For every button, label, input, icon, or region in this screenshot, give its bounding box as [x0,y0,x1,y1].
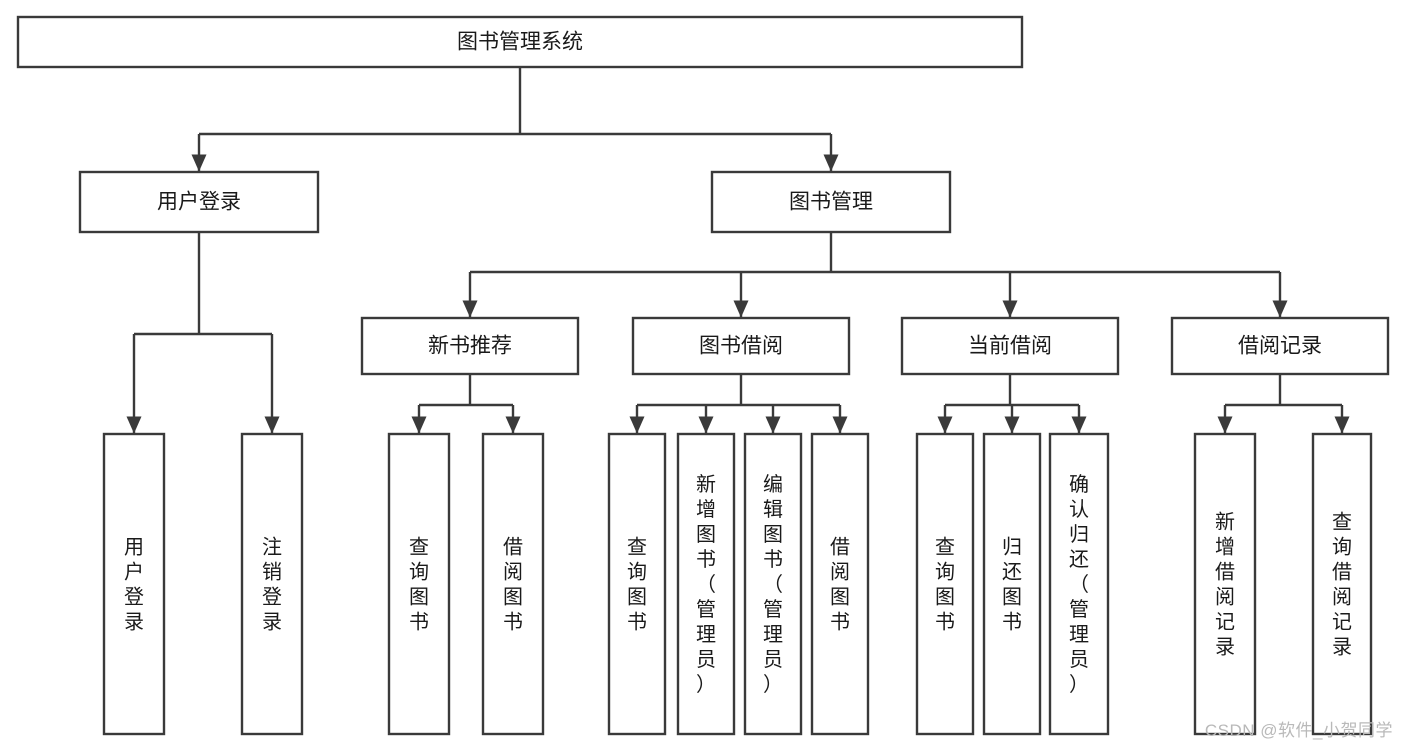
node-leaf-logout[interactable]: 注销登录 [240,432,304,736]
node-new-book-rec[interactable]: 新书推荐 [360,316,580,376]
arrow-head-icon [1071,416,1087,434]
node-leaf-edit-book[interactable]: 编辑图书（管理员） [743,432,803,736]
arrow-head-icon [1217,416,1233,434]
node-current-borrow[interactable]: 当前借阅 [900,316,1120,376]
node-label: 图书管理 [789,191,873,214]
node-label: 查询图书 [627,536,647,634]
node-box [1311,432,1373,736]
arrow-head-icon [823,154,839,172]
node-label: 图书借阅 [699,335,783,358]
node-box [78,170,320,234]
arrow-head-icon [698,416,714,434]
arrow-head-icon [832,416,848,434]
node-box [982,432,1042,736]
node-label: 确认归还（管理员） [1069,473,1089,696]
node-label: 查询图书 [935,536,955,634]
arrow-head-icon [264,416,280,434]
node-leaf-query-record[interactable]: 查询借阅记录 [1311,432,1373,736]
connector-group [411,374,521,434]
node-leaf-query-book-3[interactable]: 查询图书 [915,432,975,736]
node-box [481,432,545,736]
node-box [743,432,803,736]
node-leaf-user-login[interactable]: 用户登录 [102,432,166,736]
node-label: 新增借阅记录 [1215,511,1235,659]
node-leaf-borrow-book-2[interactable]: 借阅图书 [810,432,870,736]
connector-group [629,374,848,434]
arrow-head-icon [1004,416,1020,434]
arrow-head-icon [937,416,953,434]
node-label: 注销登录 [262,536,282,634]
node-book-borrow[interactable]: 图书借阅 [631,316,851,376]
node-label: 图书管理系统 [457,31,583,54]
node-label: 借阅图书 [503,536,523,634]
node-label: 归还图书 [1002,536,1022,634]
node-label: 用户登录 [157,191,241,214]
node-label: 借阅记录 [1238,335,1322,358]
arrow-head-icon [1272,300,1288,318]
arrow-head-icon [1002,300,1018,318]
arrow-head-icon [462,300,478,318]
node-leaf-borrow-book-1[interactable]: 借阅图书 [481,432,545,736]
node-box [16,15,1024,69]
node-leaf-query-book-2[interactable]: 查询图书 [607,432,667,736]
arrow-head-icon [505,416,521,434]
node-label: 新增图书（管理员） [696,473,716,696]
connector-group [191,67,839,172]
node-box [360,316,580,376]
node-borrow-record[interactable]: 借阅记录 [1170,316,1390,376]
arrow-head-icon [411,416,427,434]
node-box [607,432,667,736]
arrow-head-icon [126,416,142,434]
node-label: 查询图书 [409,536,429,634]
node-box [810,432,870,736]
connector-group [462,232,1288,318]
arrow-head-icon [191,154,207,172]
node-leaf-return-book[interactable]: 归还图书 [982,432,1042,736]
connector-layer [126,67,1350,434]
node-leaf-add-record[interactable]: 新增借阅记录 [1193,432,1257,736]
node-label: 当前借阅 [968,335,1052,358]
connector-group [126,232,280,434]
connector-group [1217,374,1350,434]
node-leaf-add-book[interactable]: 新增图书（管理员） [676,432,736,736]
node-box [710,170,952,234]
arrow-head-icon [1334,416,1350,434]
node-label: 编辑图书（管理员） [763,473,783,696]
node-box [240,432,304,736]
node-layer: 图书管理系统用户登录图书管理新书推荐图书借阅当前借阅借阅记录用户登录注销登录查询… [16,15,1390,736]
node-label: 查询借阅记录 [1332,511,1352,659]
node-box [102,432,166,736]
node-box [631,316,851,376]
arrow-head-icon [733,300,749,318]
node-label: 新书推荐 [428,335,512,358]
node-box [1048,432,1110,736]
node-box [900,316,1120,376]
node-box [915,432,975,736]
node-book-manage[interactable]: 图书管理 [710,170,952,234]
node-box [676,432,736,736]
watermark-text: CSDN @软件_小贺同学 [1204,721,1393,740]
node-box [387,432,451,736]
node-box [1170,316,1390,376]
node-leaf-confirm-return[interactable]: 确认归还（管理员） [1048,432,1110,736]
node-user-login[interactable]: 用户登录 [78,170,320,234]
node-label: 用户登录 [124,537,144,634]
node-box [1193,432,1257,736]
node-root[interactable]: 图书管理系统 [16,15,1024,69]
arrow-head-icon [765,416,781,434]
connector-group [937,374,1087,434]
node-label: 借阅图书 [830,536,850,634]
node-leaf-query-book-1[interactable]: 查询图书 [387,432,451,736]
arrow-head-icon [629,416,645,434]
